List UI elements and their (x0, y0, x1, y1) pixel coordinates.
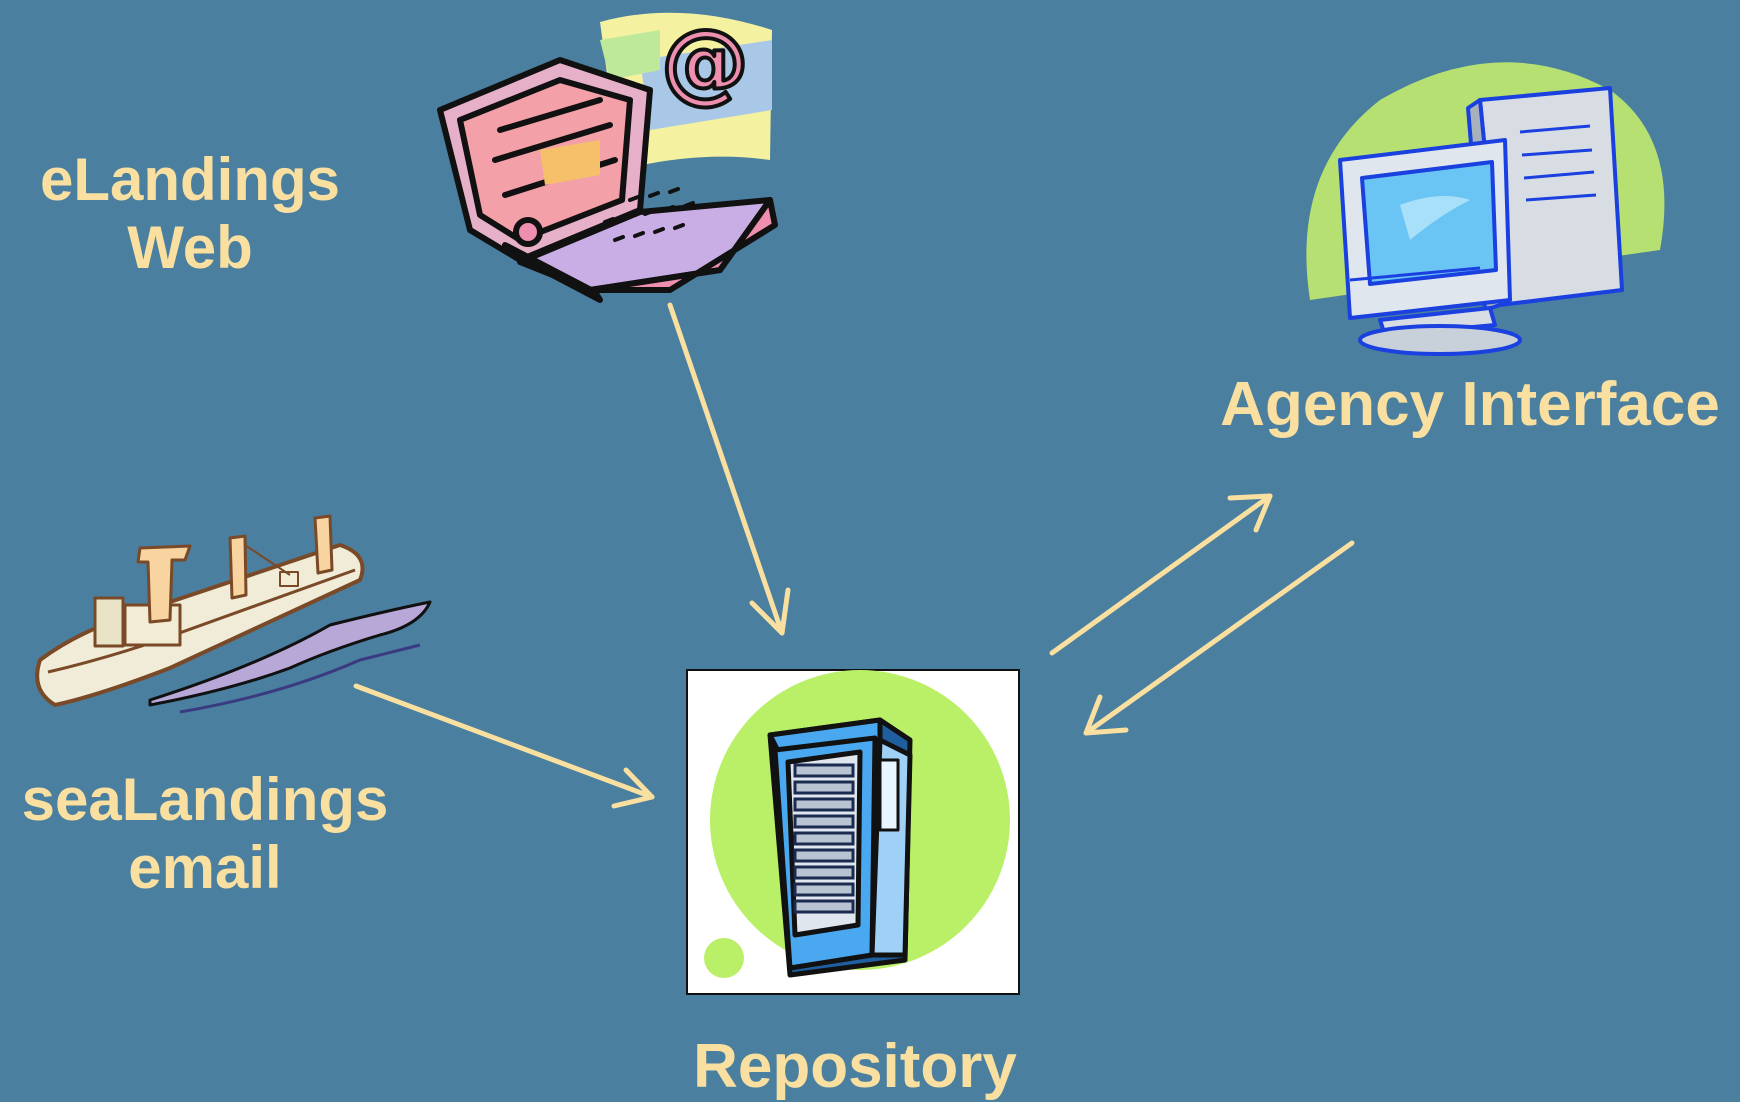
svg-text:@: @ (661, 10, 749, 113)
arrow-elandings-to-repository (667, 302, 791, 636)
agency-interface-label: Agency Interface (1220, 370, 1720, 439)
ship-icon (35, 514, 432, 714)
repository-label: Repository (693, 1032, 1017, 1101)
sealandings-email-label-line2: email (128, 833, 282, 901)
sealandings-email-label-line1: seaLandings (21, 766, 389, 833)
desktop-computer-icon (1306, 62, 1665, 356)
arrow-agency-to-repository (1083, 540, 1355, 736)
elandings-web-label-line1: eLandings (39, 146, 341, 213)
laptop-email-icon: @ (437, 8, 778, 303)
server-rack-icon (686, 669, 1020, 995)
arrow-repository-to-agency (1049, 493, 1273, 656)
arrow-sealandings-to-repository (353, 683, 655, 809)
sealandings-email-label: seaLandings email (0, 766, 410, 902)
elandings-web-label-line2: Web (127, 213, 253, 281)
elandings-web-label: eLandings Web (20, 146, 360, 282)
